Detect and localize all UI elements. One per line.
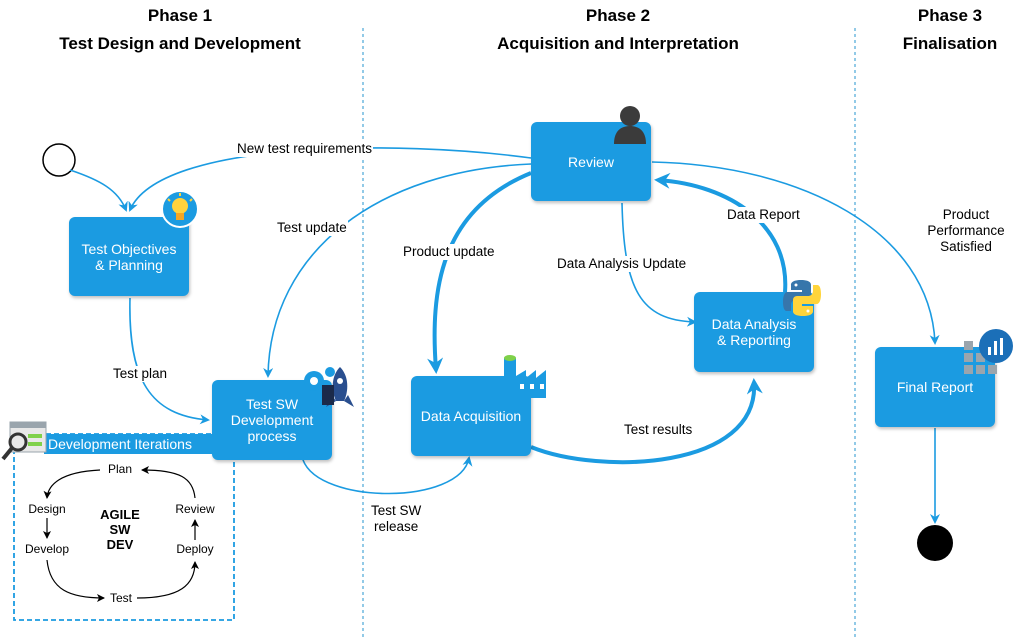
iterations-title: Development Iterations [44,434,215,454]
phase3-number: Phase 3 [917,6,983,25]
step-develop: Develop [24,542,70,556]
cycle-plan-to-design [43,469,101,499]
cycle-test-to-deploy [136,561,199,599]
report-chart-icon [964,329,1013,374]
phase2-name: Acquisition and Interpretation [497,34,739,53]
phase3-name: Finalisation [902,34,998,53]
label-product-satisfied: Product Performance Satisfied [920,207,1012,255]
label-data-analysis-update: Data Analysis Update [556,256,688,272]
end-node [917,525,953,561]
label-new-test-requirements: New test requirements [236,141,374,157]
magnifier-icon [1,421,47,461]
edge-review-to-acquisition [427,171,532,374]
label-test-results: Test results [623,422,694,438]
step-design: Design [28,502,66,516]
step-review: Review [175,502,215,516]
cycle-develop-to-test [46,559,105,602]
edge-acquisition-to-analysis [530,378,763,465]
label-product-update: Product update [402,244,496,260]
rocket-gears-icon [304,367,354,407]
edge-review-to-final [651,161,940,345]
label-test-update: Test update [276,220,348,236]
edge-analysis-to-review [654,172,788,293]
edge-objectives-to-testsw [129,297,210,425]
step-deploy: Deploy [176,542,214,556]
factory-icon [504,355,546,398]
box-test-objectives[interactable]: Test Objectives & Planning [69,217,189,296]
person-icon [614,106,646,144]
step-test: Test [109,591,132,605]
step-plan: Plan [107,462,133,476]
phase2-number: Phase 2 [585,6,651,25]
phase1-number: Phase 1 [147,6,213,25]
cycle-review-to-plan [141,466,196,499]
label-data-report: Data Report [726,207,801,223]
edge-testsw-to-acquisition [302,456,473,495]
edge-review-to-analysis [621,202,697,327]
iterations-frame [13,433,235,621]
lightbulb-icon [161,190,199,228]
start-node [42,143,76,177]
phase1-name: Test Design and Development [59,34,301,53]
box-test-sw-development[interactable]: Test SW Development process [212,380,332,460]
agile-label: AGILE SW DEV [100,507,140,552]
label-test-plan: Test plan [112,366,169,382]
edge-start-to-objectives [69,169,128,212]
box-final-report[interactable]: Final Report [875,347,995,427]
label-test-sw-release: Test SW release [370,503,423,535]
python-icon [783,280,821,316]
